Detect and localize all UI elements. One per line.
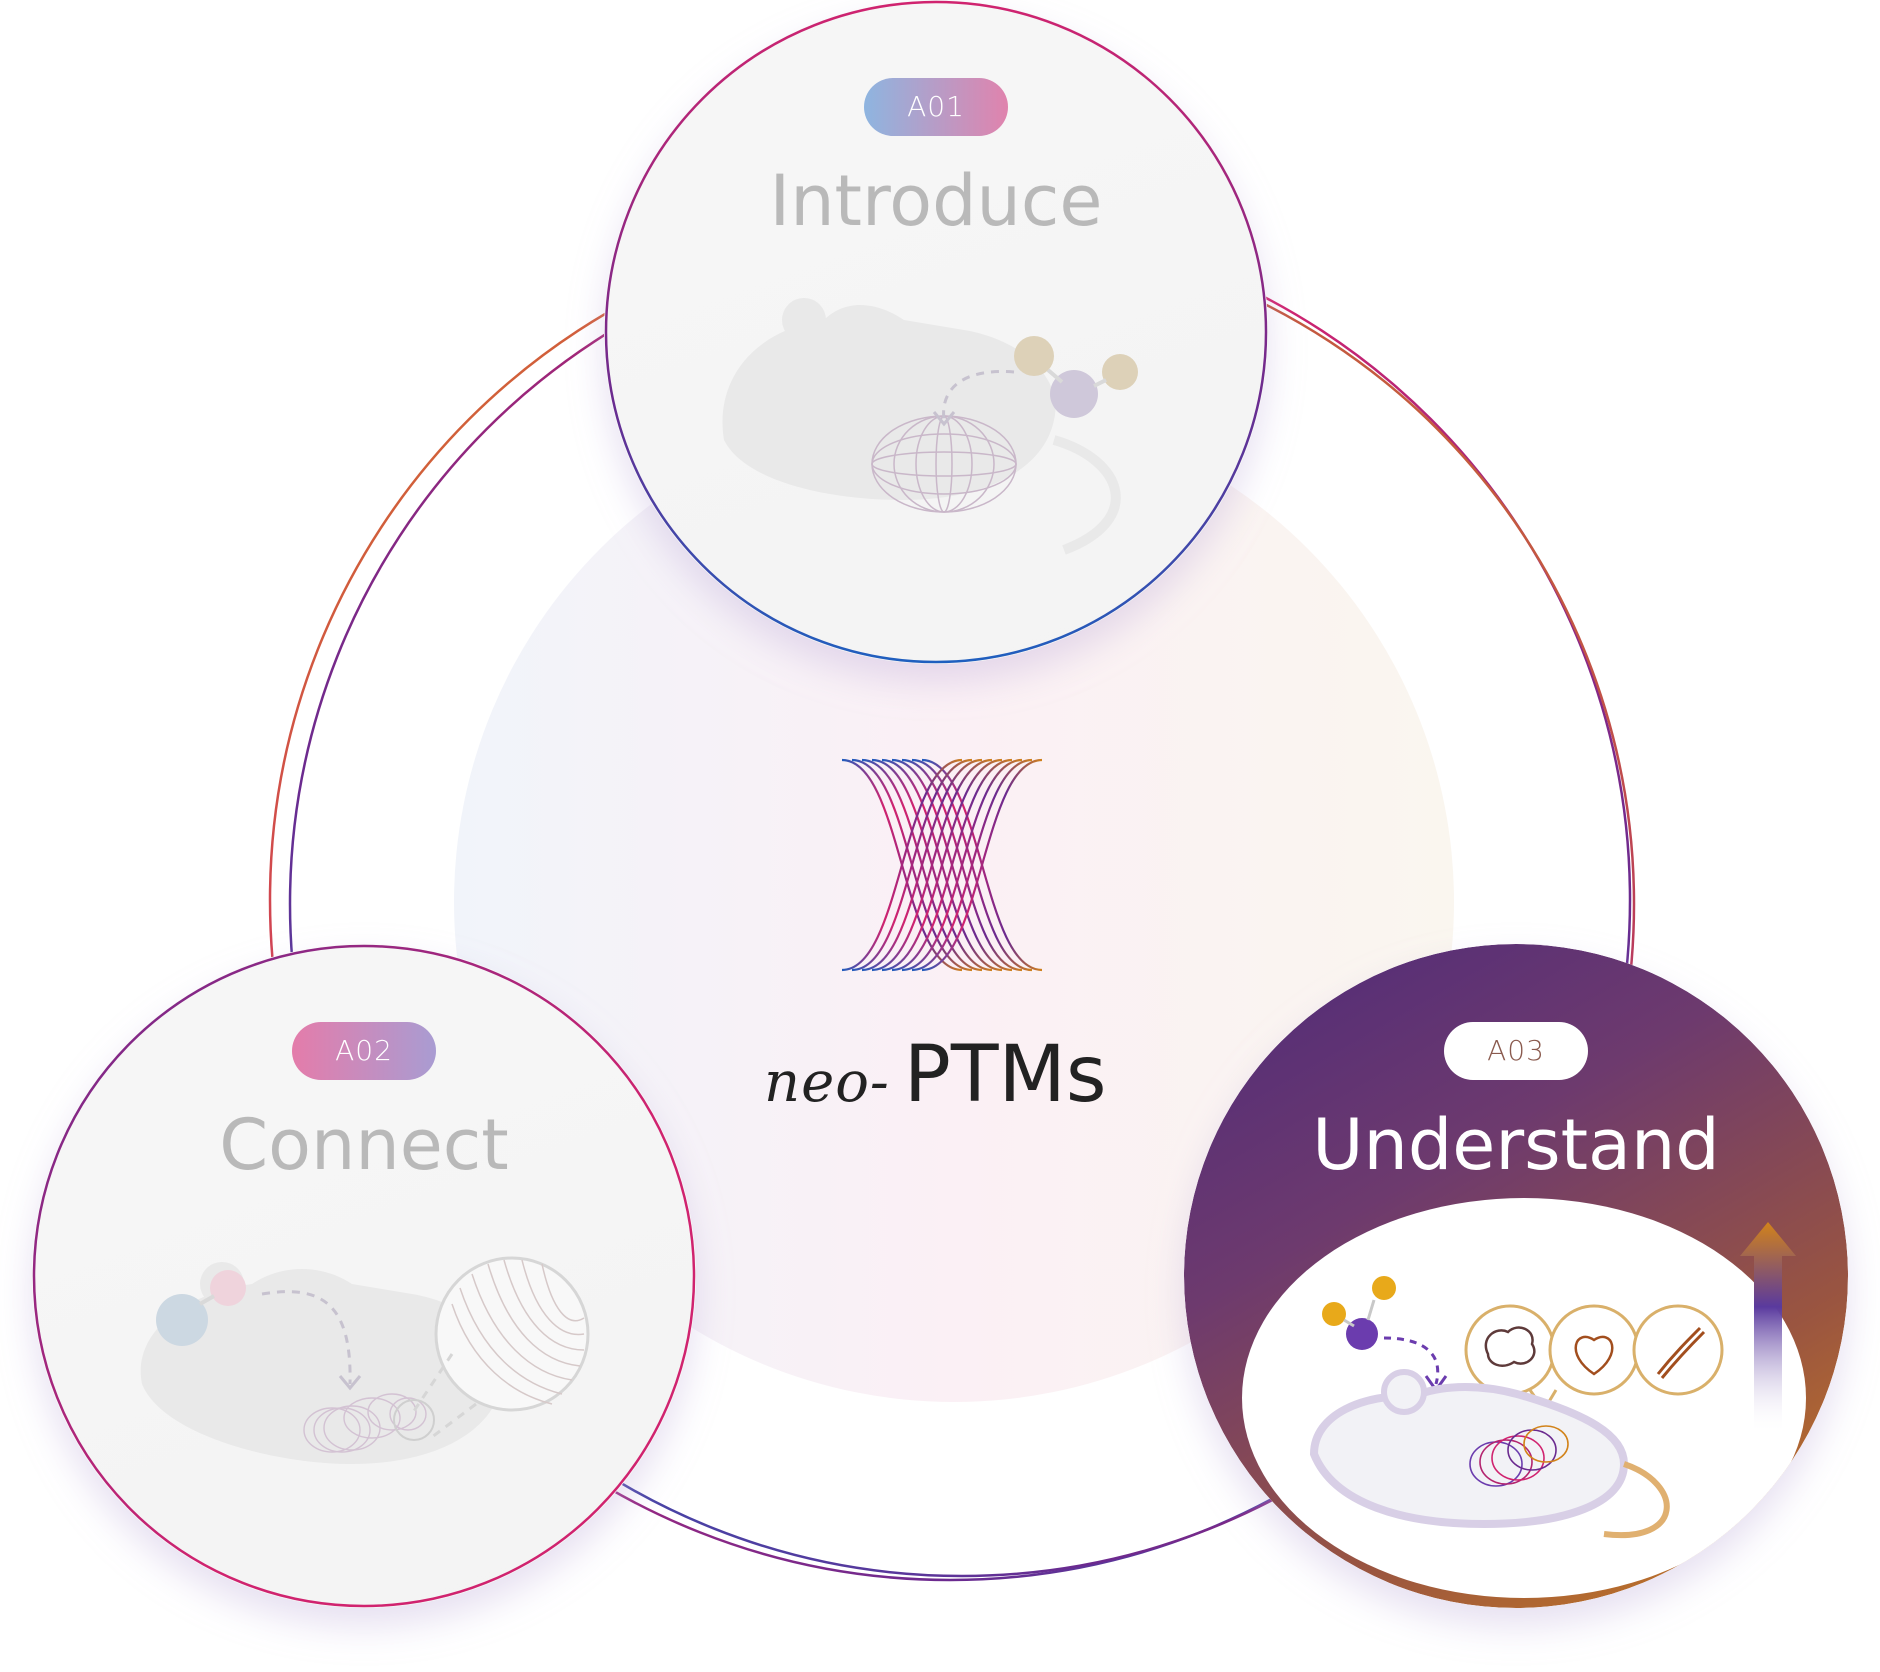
a01-title: Introduce	[769, 160, 1103, 242]
a03-badge: A03	[1444, 1022, 1588, 1080]
node-a02-connect[interactable]: A02 Connect	[32, 944, 696, 1608]
brand-prefix: neo-	[764, 1050, 890, 1115]
node-a03-understand[interactable]: A03 Understand	[1184, 944, 1848, 1608]
a01-badge: A01	[864, 78, 1008, 136]
brand-name: PTMs	[903, 1030, 1107, 1120]
brand-title: neo-PTMs	[764, 1030, 1144, 1140]
mouse-molecule-sphere-icon	[604, 0, 1268, 664]
mouse-brain-heart-muscle-arrow-icon	[1242, 1198, 1806, 1598]
mouse-molecule-spiral-zoom-icon	[32, 944, 696, 1608]
a03-title: Understand	[1312, 1104, 1720, 1186]
a02-badge: A02	[292, 1022, 436, 1080]
spiral-ribbon-logo-icon	[840, 758, 1050, 972]
a02-title: Connect	[219, 1104, 509, 1186]
node-a01-introduce[interactable]: A01 Introduce	[604, 0, 1268, 664]
